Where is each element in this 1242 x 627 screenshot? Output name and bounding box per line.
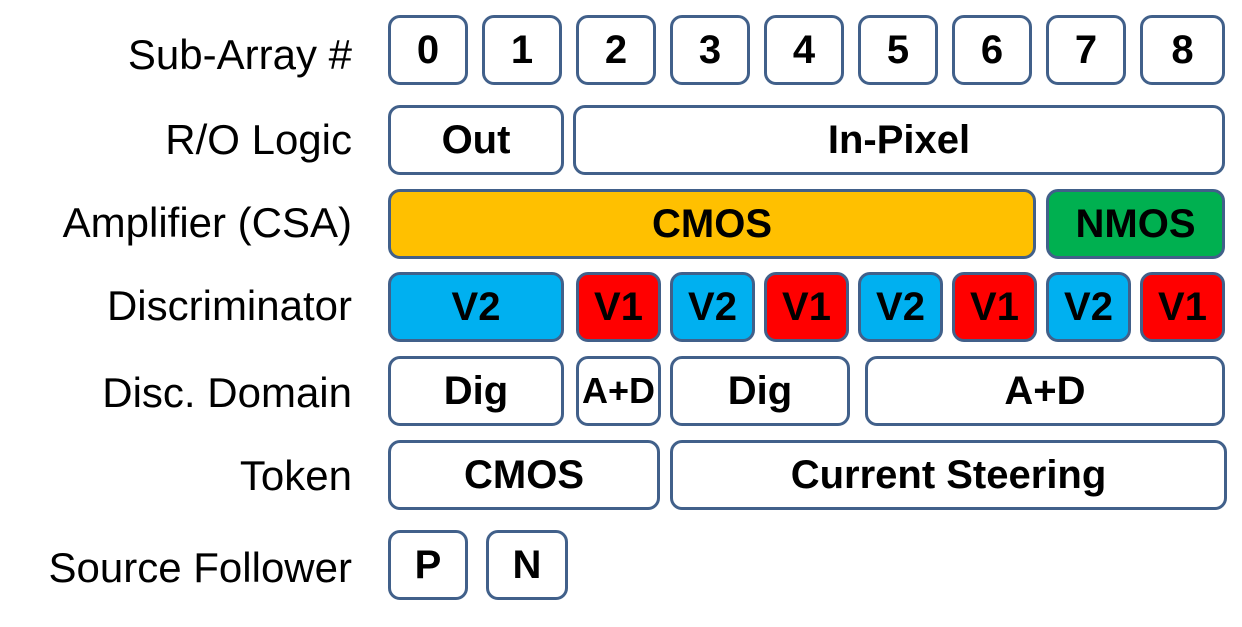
discriminator-v2-cell: V2 — [1046, 272, 1131, 342]
sub-array-8-cell: 8 — [1140, 15, 1225, 85]
ro-logic-in-pixel-cell: In-Pixel — [573, 105, 1225, 175]
sub-array-6-cell: 6 — [952, 15, 1032, 85]
row-label-sub-array: Sub-Array # — [127, 31, 352, 78]
row-label-amplifier: Amplifier (CSA) — [62, 199, 352, 246]
discriminator-v1-cell: V1 — [952, 272, 1037, 342]
source-follower-p-cell: P — [388, 530, 468, 600]
discriminator-v1-cell: V1 — [764, 272, 849, 342]
disc-domain-dig-cell: Dig — [670, 356, 850, 426]
discriminator-v1-cell: V1 — [1140, 272, 1225, 342]
token-current-steering-cell: Current Steering — [670, 440, 1227, 510]
sub-array-7-cell: 7 — [1046, 15, 1126, 85]
disc-domain-a-plus-d-cell: A+D — [865, 356, 1225, 426]
sub-array-2-cell: 2 — [576, 15, 656, 85]
amplifier-cmos-cell: CMOS — [388, 189, 1036, 259]
token-cmos-cell: CMOS — [388, 440, 660, 510]
sub-array-3-cell: 3 — [670, 15, 750, 85]
sub-array-1-cell: 1 — [482, 15, 562, 85]
row-label-disc-domain: Disc. Domain — [102, 369, 352, 416]
discriminator-v2-cell: V2 — [858, 272, 943, 342]
row-label-token: Token — [239, 452, 352, 499]
disc-domain-dig-cell: Dig — [388, 356, 564, 426]
disc-domain-a-plus-d-cell: A+D — [576, 356, 661, 426]
amplifier-nmos-cell: NMOS — [1046, 189, 1225, 259]
discriminator-v1-cell: V1 — [576, 272, 661, 342]
sub-array-4-cell: 4 — [764, 15, 844, 85]
sub-array-0-cell: 0 — [388, 15, 468, 85]
discriminator-v2-cell: V2 — [388, 272, 564, 342]
row-label-ro-logic: R/O Logic — [165, 116, 352, 163]
row-label-discriminator: Discriminator — [106, 282, 352, 329]
sub-array-5-cell: 5 — [858, 15, 938, 85]
ro-logic-out-cell: Out — [388, 105, 564, 175]
discriminator-v2-cell: V2 — [670, 272, 755, 342]
source-follower-n-cell: N — [486, 530, 568, 600]
row-label-source-follower: Source Follower — [48, 544, 352, 591]
